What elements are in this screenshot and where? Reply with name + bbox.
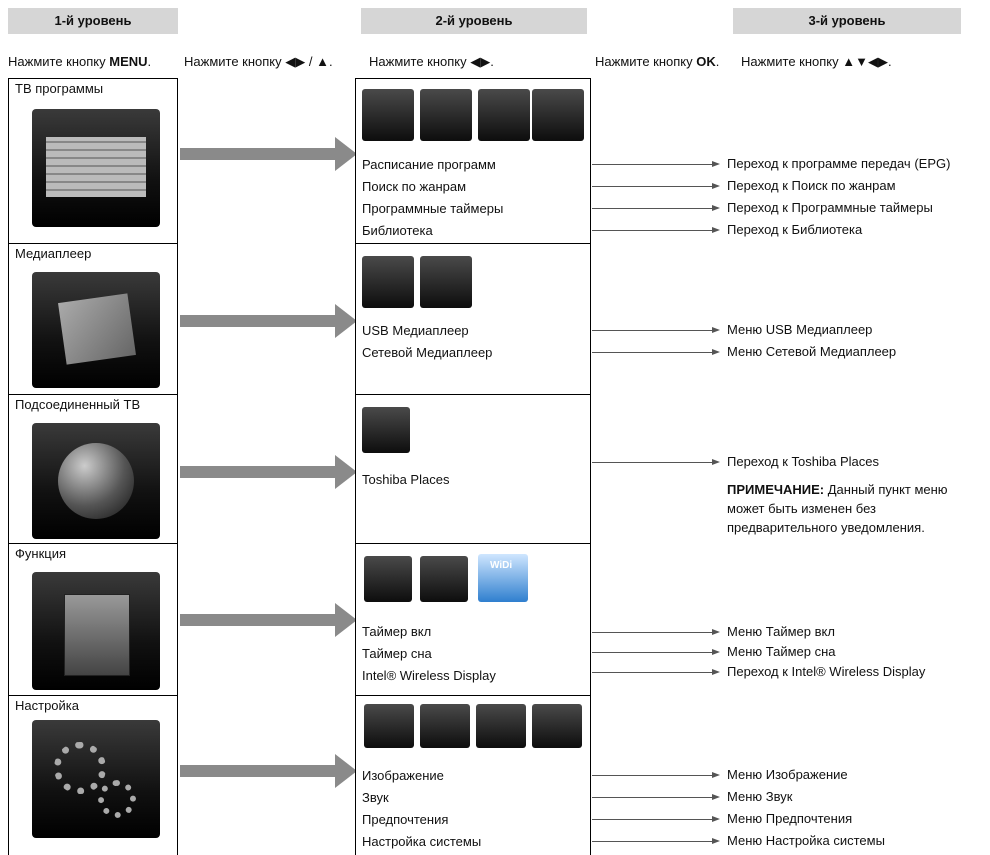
level2-box-connected-tv[interactable]: Toshiba Places [355, 394, 591, 544]
gears-icon [32, 720, 160, 838]
menu-item-schedule[interactable]: Расписание программ [362, 157, 496, 172]
level1-box-setup[interactable]: Настройка [8, 695, 178, 855]
menu-item-sound[interactable]: Звук [362, 790, 389, 805]
arrow-thin [592, 816, 720, 822]
menu-item-usb-media[interactable]: USB Медиаплеер [362, 323, 469, 338]
level3-item: Переход к программе передач (EPG) [727, 156, 951, 171]
level2-box-function[interactable]: WiDi Таймер вкл Таймер сна Intel® Wirele… [355, 543, 591, 696]
toshiba-places-icon [362, 407, 410, 453]
schedule-icon [362, 89, 414, 141]
on-timer-icon [364, 556, 412, 602]
library-icon [532, 89, 584, 141]
level1-title: ТВ программы [15, 81, 104, 96]
arrow-level1-to-level2 [180, 455, 357, 489]
preferences-icon [476, 704, 526, 748]
level3-item: Меню Таймер сна [727, 644, 836, 659]
level3-item: Меню Таймер вкл [727, 624, 835, 639]
menu-item-toshiba-places[interactable]: Toshiba Places [362, 472, 450, 487]
arrow-thin [592, 205, 720, 211]
arrow-thin [592, 227, 720, 233]
level1-title: Функция [15, 546, 66, 561]
tv-programs-icon [32, 109, 160, 227]
level3-item: Переход к Toshiba Places [727, 454, 879, 469]
instruction-arrows-up: Нажмите кнопку ◀▶ / ▲. [184, 54, 333, 69]
media-player-icon [32, 272, 160, 388]
instruction-arrows: Нажмите кнопку ◀▶. [369, 54, 494, 69]
usb-media-icon [362, 256, 414, 308]
menu-item-preferences[interactable]: Предпочтения [362, 812, 449, 827]
cabinet-icon [32, 572, 160, 690]
menu-item-sleep-timer[interactable]: Таймер сна [362, 646, 432, 661]
arrow-thin [592, 649, 720, 655]
arrow-thin [592, 459, 720, 465]
level3-item: Меню Изображение [727, 767, 848, 782]
level1-box-connected-tv[interactable]: Подсоединенный ТВ [8, 394, 178, 544]
instruction-all-arrows: Нажмите кнопку ▲▼◀▶. [741, 54, 892, 69]
timers-icon [478, 89, 530, 141]
arrow-thin [592, 629, 720, 635]
arrow-level1-to-level2 [180, 754, 357, 788]
header-level2: 2-й уровень [361, 8, 587, 34]
network-media-icon [420, 256, 472, 308]
level3-item: Меню Сетевой Медиаплеер [727, 344, 897, 359]
widi-label: WiDi [490, 560, 513, 571]
arrow-level1-to-level2 [180, 137, 357, 171]
level3-item: Переход к Поиск по жанрам [727, 178, 896, 193]
level3-item: Переход к Intel® Wireless Display [727, 664, 926, 679]
level1-box-media-player[interactable]: Медиаплеер [8, 243, 178, 395]
arrow-thin [592, 669, 720, 675]
menu-item-program-timers[interactable]: Программные таймеры [362, 201, 504, 216]
level2-box-media-player[interactable]: USB Медиаплеер Сетевой Медиаплеер [355, 243, 591, 395]
menu-item-genre-search[interactable]: Поиск по жанрам [362, 179, 467, 194]
level3-item: Меню Настройка системы [727, 833, 885, 848]
level1-title: Настройка [15, 698, 79, 713]
sleep-timer-icon [420, 556, 468, 602]
arrow-thin [592, 183, 720, 189]
arrow-level1-to-level2 [180, 603, 357, 637]
level2-box-setup[interactable]: Изображение Звук Предпочтения Настройка … [355, 695, 591, 855]
sound-icon [420, 704, 470, 748]
level3-item: Переход к Программные таймеры [727, 200, 933, 215]
instruction-ok: Нажмите кнопку OK. [595, 54, 720, 69]
picture-icon [364, 704, 414, 748]
menu-item-library[interactable]: Библиотека [362, 223, 433, 238]
header-level1: 1-й уровень [8, 8, 178, 34]
arrow-thin [592, 772, 720, 778]
instruction-menu: Нажмите кнопку MENU. [8, 54, 152, 69]
level3-item: Меню Предпочтения [727, 811, 853, 826]
arrow-thin [592, 838, 720, 844]
level1-box-tv-programs[interactable]: ТВ программы [8, 78, 178, 244]
menu-item-network-media[interactable]: Сетевой Медиаплеер [362, 345, 493, 360]
level3-item: Меню USB Медиаплеер [727, 322, 873, 337]
system-setup-icon [532, 704, 582, 748]
note-text: ПРИМЕЧАНИЕ: Данный пункт меню может быть… [727, 482, 948, 535]
level1-title: Подсоединенный ТВ [15, 397, 141, 412]
level1-box-function[interactable]: Функция [8, 543, 178, 696]
genre-search-icon [420, 89, 472, 141]
arrow-thin [592, 794, 720, 800]
level2-box-tv-programs[interactable]: Расписание программ Поиск по жанрам Прог… [355, 78, 591, 244]
menu-item-system-setup[interactable]: Настройка системы [362, 834, 482, 849]
wireless-display-icon: WiDi [478, 554, 528, 602]
arrow-thin [592, 349, 720, 355]
header-level3: 3-й уровень [733, 8, 961, 34]
arrow-level1-to-level2 [180, 304, 357, 338]
level1-title: Медиаплеер [15, 246, 92, 261]
arrow-thin [592, 161, 720, 167]
level3-item: Переход к Библиотека [727, 222, 863, 237]
level3-item: Меню Звук [727, 789, 793, 804]
menu-item-picture[interactable]: Изображение [362, 768, 444, 783]
globe-icon [32, 423, 160, 539]
menu-item-wireless-display[interactable]: Intel® Wireless Display [362, 668, 496, 683]
arrow-thin [592, 327, 720, 333]
menu-item-on-timer[interactable]: Таймер вкл [362, 624, 432, 639]
